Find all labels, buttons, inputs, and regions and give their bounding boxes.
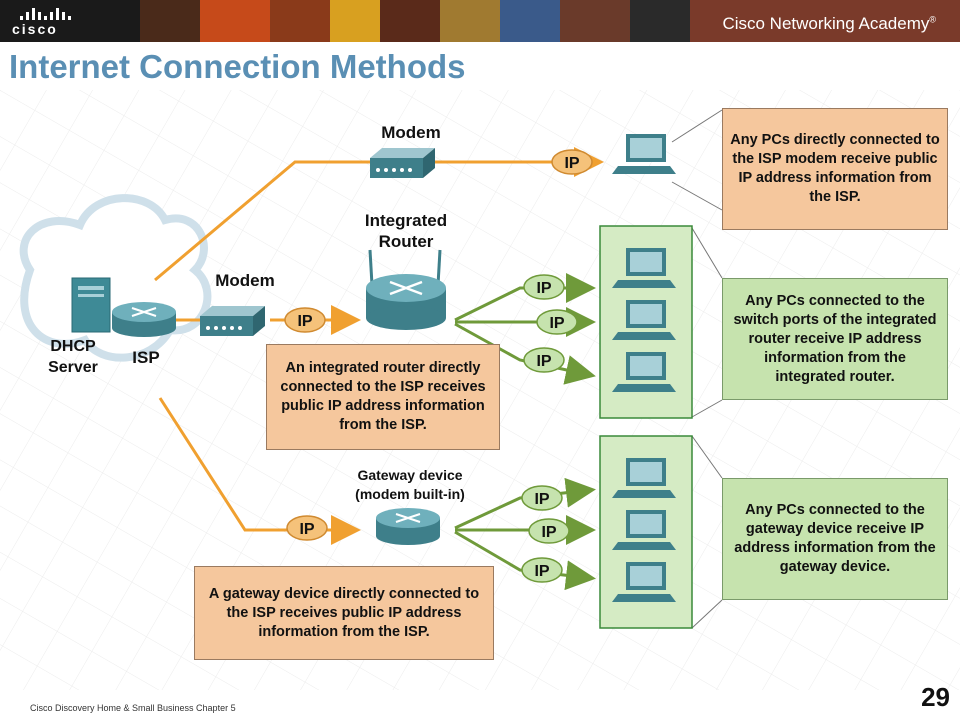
callout-bottom-right: Any PCs connected to the gateway device …: [722, 478, 948, 600]
ip-label: IP: [549, 315, 564, 332]
header-banner: cisco Cisco Networking Academy®: [0, 0, 960, 42]
ip-label: IP: [534, 491, 549, 508]
callout-bottom-center: A gateway device directly connected to t…: [194, 566, 494, 660]
modem-top-label: Modem: [381, 123, 441, 142]
ip-label: IP: [299, 521, 314, 538]
modem-top-icon: [370, 148, 435, 178]
page-number: 29: [921, 682, 950, 712]
cisco-logo-word: cisco: [12, 21, 58, 37]
callout-top-right: Any PCs directly connected to the ISP mo…: [722, 108, 948, 230]
academy-text: Cisco Networking Academy: [722, 14, 930, 33]
callout-mid-center: An integrated router directly connected …: [266, 344, 500, 450]
pc-icon-router-3: [612, 352, 676, 392]
ip-badge-gateway-3: IP: [521, 557, 563, 583]
modem-mid-label: Modem: [215, 271, 275, 290]
photo-strip: [440, 0, 500, 42]
pc-icon-gateway-2: [612, 510, 676, 550]
integrated-router-label: Integrated Router: [364, 211, 448, 251]
integrated-router-icon: [366, 249, 446, 330]
ip-badge-modem-mid: IP: [284, 307, 326, 333]
modem-mid-icon: [200, 306, 265, 336]
academy-trademark: ®: [929, 14, 936, 25]
gateway-device-label: Gateway device (modem built-in): [355, 467, 465, 502]
ip-label: IP: [541, 524, 556, 541]
photo-strip: [330, 0, 380, 42]
ip-badge-router-3: IP: [523, 347, 565, 373]
ip-label: IP: [536, 280, 551, 297]
photo-strip: [270, 0, 330, 42]
photo-strip: [690, 0, 960, 42]
network-diagram: IP IP IP IP IP IP IP IP: [0, 90, 960, 690]
cisco-logo: cisco: [12, 6, 92, 37]
callout-mid-right: Any PCs connected to the switch ports of…: [722, 278, 948, 400]
ip-label: IP: [534, 563, 549, 580]
photo-strip: [560, 0, 630, 42]
link-gateway-pc1: [454, 477, 596, 530]
photo-strip: [200, 0, 270, 42]
academy-brand: Cisco Networking Academy®: [722, 14, 936, 34]
ip-badge-gateway-1: IP: [521, 485, 563, 511]
photo-strip: [500, 0, 560, 42]
photo-strip: [380, 0, 440, 42]
link-router-pc3: [454, 322, 596, 385]
page-title: Internet Connection Methods: [9, 48, 466, 85]
ip-label: IP: [536, 353, 551, 370]
pc-icon-router-1: [612, 248, 676, 288]
gateway-device-icon: [376, 508, 440, 545]
internet-cloud: [19, 194, 212, 362]
ip-badge-gateway-2: IP: [528, 518, 570, 544]
dhcp-server-icon: [71, 277, 111, 333]
link-router-pc1: [454, 273, 596, 322]
photo-strip: [630, 0, 690, 42]
pc-icon-top: [612, 134, 676, 174]
ip-label: IP: [564, 155, 579, 172]
photo-strip: [140, 0, 200, 42]
ip-label: IP: [297, 313, 312, 330]
callout-connector-top: [671, 109, 723, 211]
dhcp-server-label: DHCP Server: [48, 338, 98, 376]
callout-connector-mid: [691, 227, 723, 418]
link-isp-modem-top: [154, 160, 555, 282]
callout-connector-bottom: [691, 435, 723, 629]
ip-badge-gateway-in: IP: [286, 515, 328, 541]
link-gateway-pc3: [454, 530, 596, 591]
course-footer: Cisco Discovery Home & Small Business Ch…: [30, 703, 236, 713]
isp-label: ISP: [132, 348, 160, 367]
cisco-logo-bars: [20, 6, 92, 20]
pc-icon-gateway-3: [612, 562, 676, 602]
pc-icon-gateway-1: [612, 458, 676, 498]
isp-router-icon: [112, 302, 176, 337]
ip-badge-router-2: IP: [536, 309, 578, 335]
pc-icon-router-2: [612, 300, 676, 340]
ip-badge-router-1: IP: [523, 274, 565, 300]
ip-badge-top: IP: [551, 149, 593, 175]
